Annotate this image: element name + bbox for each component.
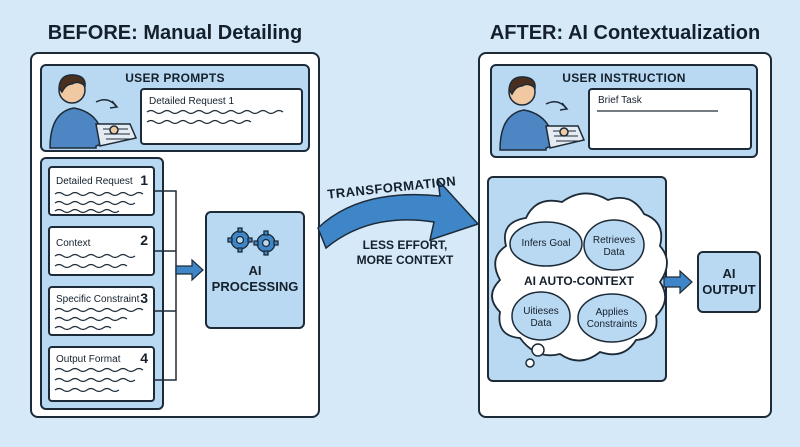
prompt-item-label: Detailed Request: [56, 176, 133, 187]
request-input-box: Detailed Request 1: [140, 88, 303, 145]
prompt-item-number: 4: [140, 350, 148, 366]
bubble-text: Data: [530, 317, 552, 329]
prompt-item-output-format: Output Format 4: [48, 346, 155, 402]
ai-output-line2: OUTPUT: [702, 282, 756, 297]
bubble-text: Retrieves: [592, 235, 636, 246]
bubble-infers-goal: Infers Goal: [510, 238, 582, 250]
prompt-item-label: Specific Constraint: [56, 294, 140, 305]
request-scribbles: [146, 109, 284, 125]
to-processing-arrow: [175, 258, 204, 282]
auto-context-label: AI AUTO-CONTEXT: [524, 274, 634, 288]
after-title: AFTER: AI Contextualization: [489, 22, 761, 44]
bubble-applies-constraints: Applies Constraints: [578, 307, 646, 330]
before-title: BEFORE: Manual Detailing: [47, 22, 303, 44]
bubble-retrieves-data: Retrieves Data: [584, 235, 644, 258]
prompt-item-number: 3: [140, 290, 148, 306]
cloud-tail: [525, 343, 545, 368]
task-input-box: Brief Task: [588, 88, 752, 150]
ai-processing-box: AI PROCESSING: [205, 211, 305, 329]
to-output-arrow: [663, 269, 693, 295]
user-instruction-label: USER INSTRUCTION: [562, 71, 686, 85]
ai-processing-line1: AI: [248, 263, 262, 278]
bubble-text: Uitieses: [523, 306, 559, 317]
effort-note-line2: MORE CONTEXT: [356, 253, 454, 267]
user-prompts-label: USER PROMPTS: [125, 71, 225, 85]
prompt-item-scribbles: [54, 191, 144, 393]
ai-output-box: AI OUTPUT: [697, 251, 761, 313]
prompt-item-detailed-request: Detailed Request 1: [48, 166, 155, 216]
bubble-text: Constraints: [586, 318, 638, 330]
transformation-arrow: [317, 177, 480, 250]
bubble-uitieses-data: Uitieses Data: [512, 306, 570, 329]
prompt-connectors: [155, 190, 177, 381]
prompt-item-label: Context: [56, 238, 91, 249]
bubble-text: Infers Goal: [521, 238, 571, 249]
prompt-item-number: 1: [140, 172, 148, 188]
bubble-text: Data: [603, 246, 625, 258]
effort-note-line1: LESS EFFORT,: [362, 238, 448, 252]
bubble-text: Applies: [595, 307, 629, 318]
ai-output-line1: AI: [722, 266, 736, 281]
user-typing-illustration-after: [499, 76, 586, 151]
task-input-text: Brief Task: [598, 95, 642, 106]
user-typing-illustration-before: [49, 74, 138, 149]
request-input-text: Detailed Request 1: [149, 96, 235, 107]
gears-icon: [227, 227, 279, 256]
thought-bubbles: [509, 219, 647, 343]
prompt-item-label: Output Format: [56, 354, 121, 365]
prompt-item-number: 2: [140, 232, 148, 248]
ai-processing-line2: PROCESSING: [211, 279, 299, 294]
